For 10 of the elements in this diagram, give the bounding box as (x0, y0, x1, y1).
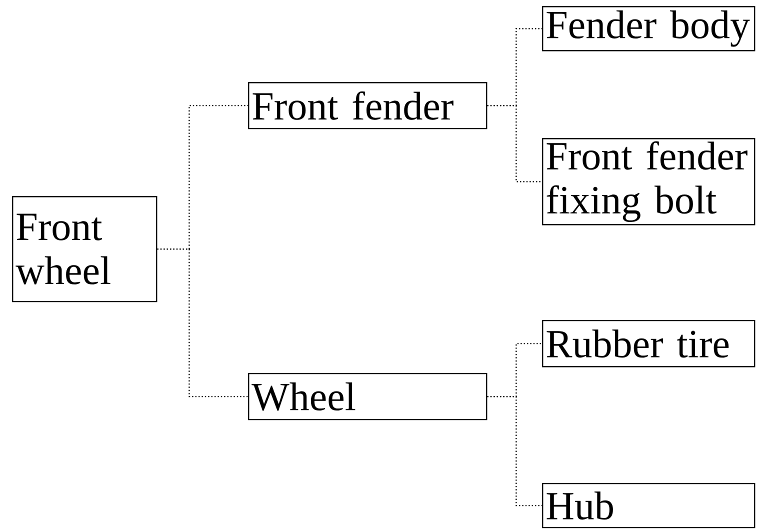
connector (487, 104, 542, 182)
connector (487, 396, 542, 506)
connector (157, 248, 248, 398)
part-box: Front wheel (12, 196, 158, 302)
part-box: Hub (542, 482, 756, 528)
part-box: Front fender (248, 82, 488, 130)
part-box: Rubber tire (542, 320, 756, 368)
part-box: Front fender fixing bolt (542, 138, 756, 226)
part-box: Fender body (542, 6, 756, 52)
part-box: Wheel (248, 372, 488, 420)
